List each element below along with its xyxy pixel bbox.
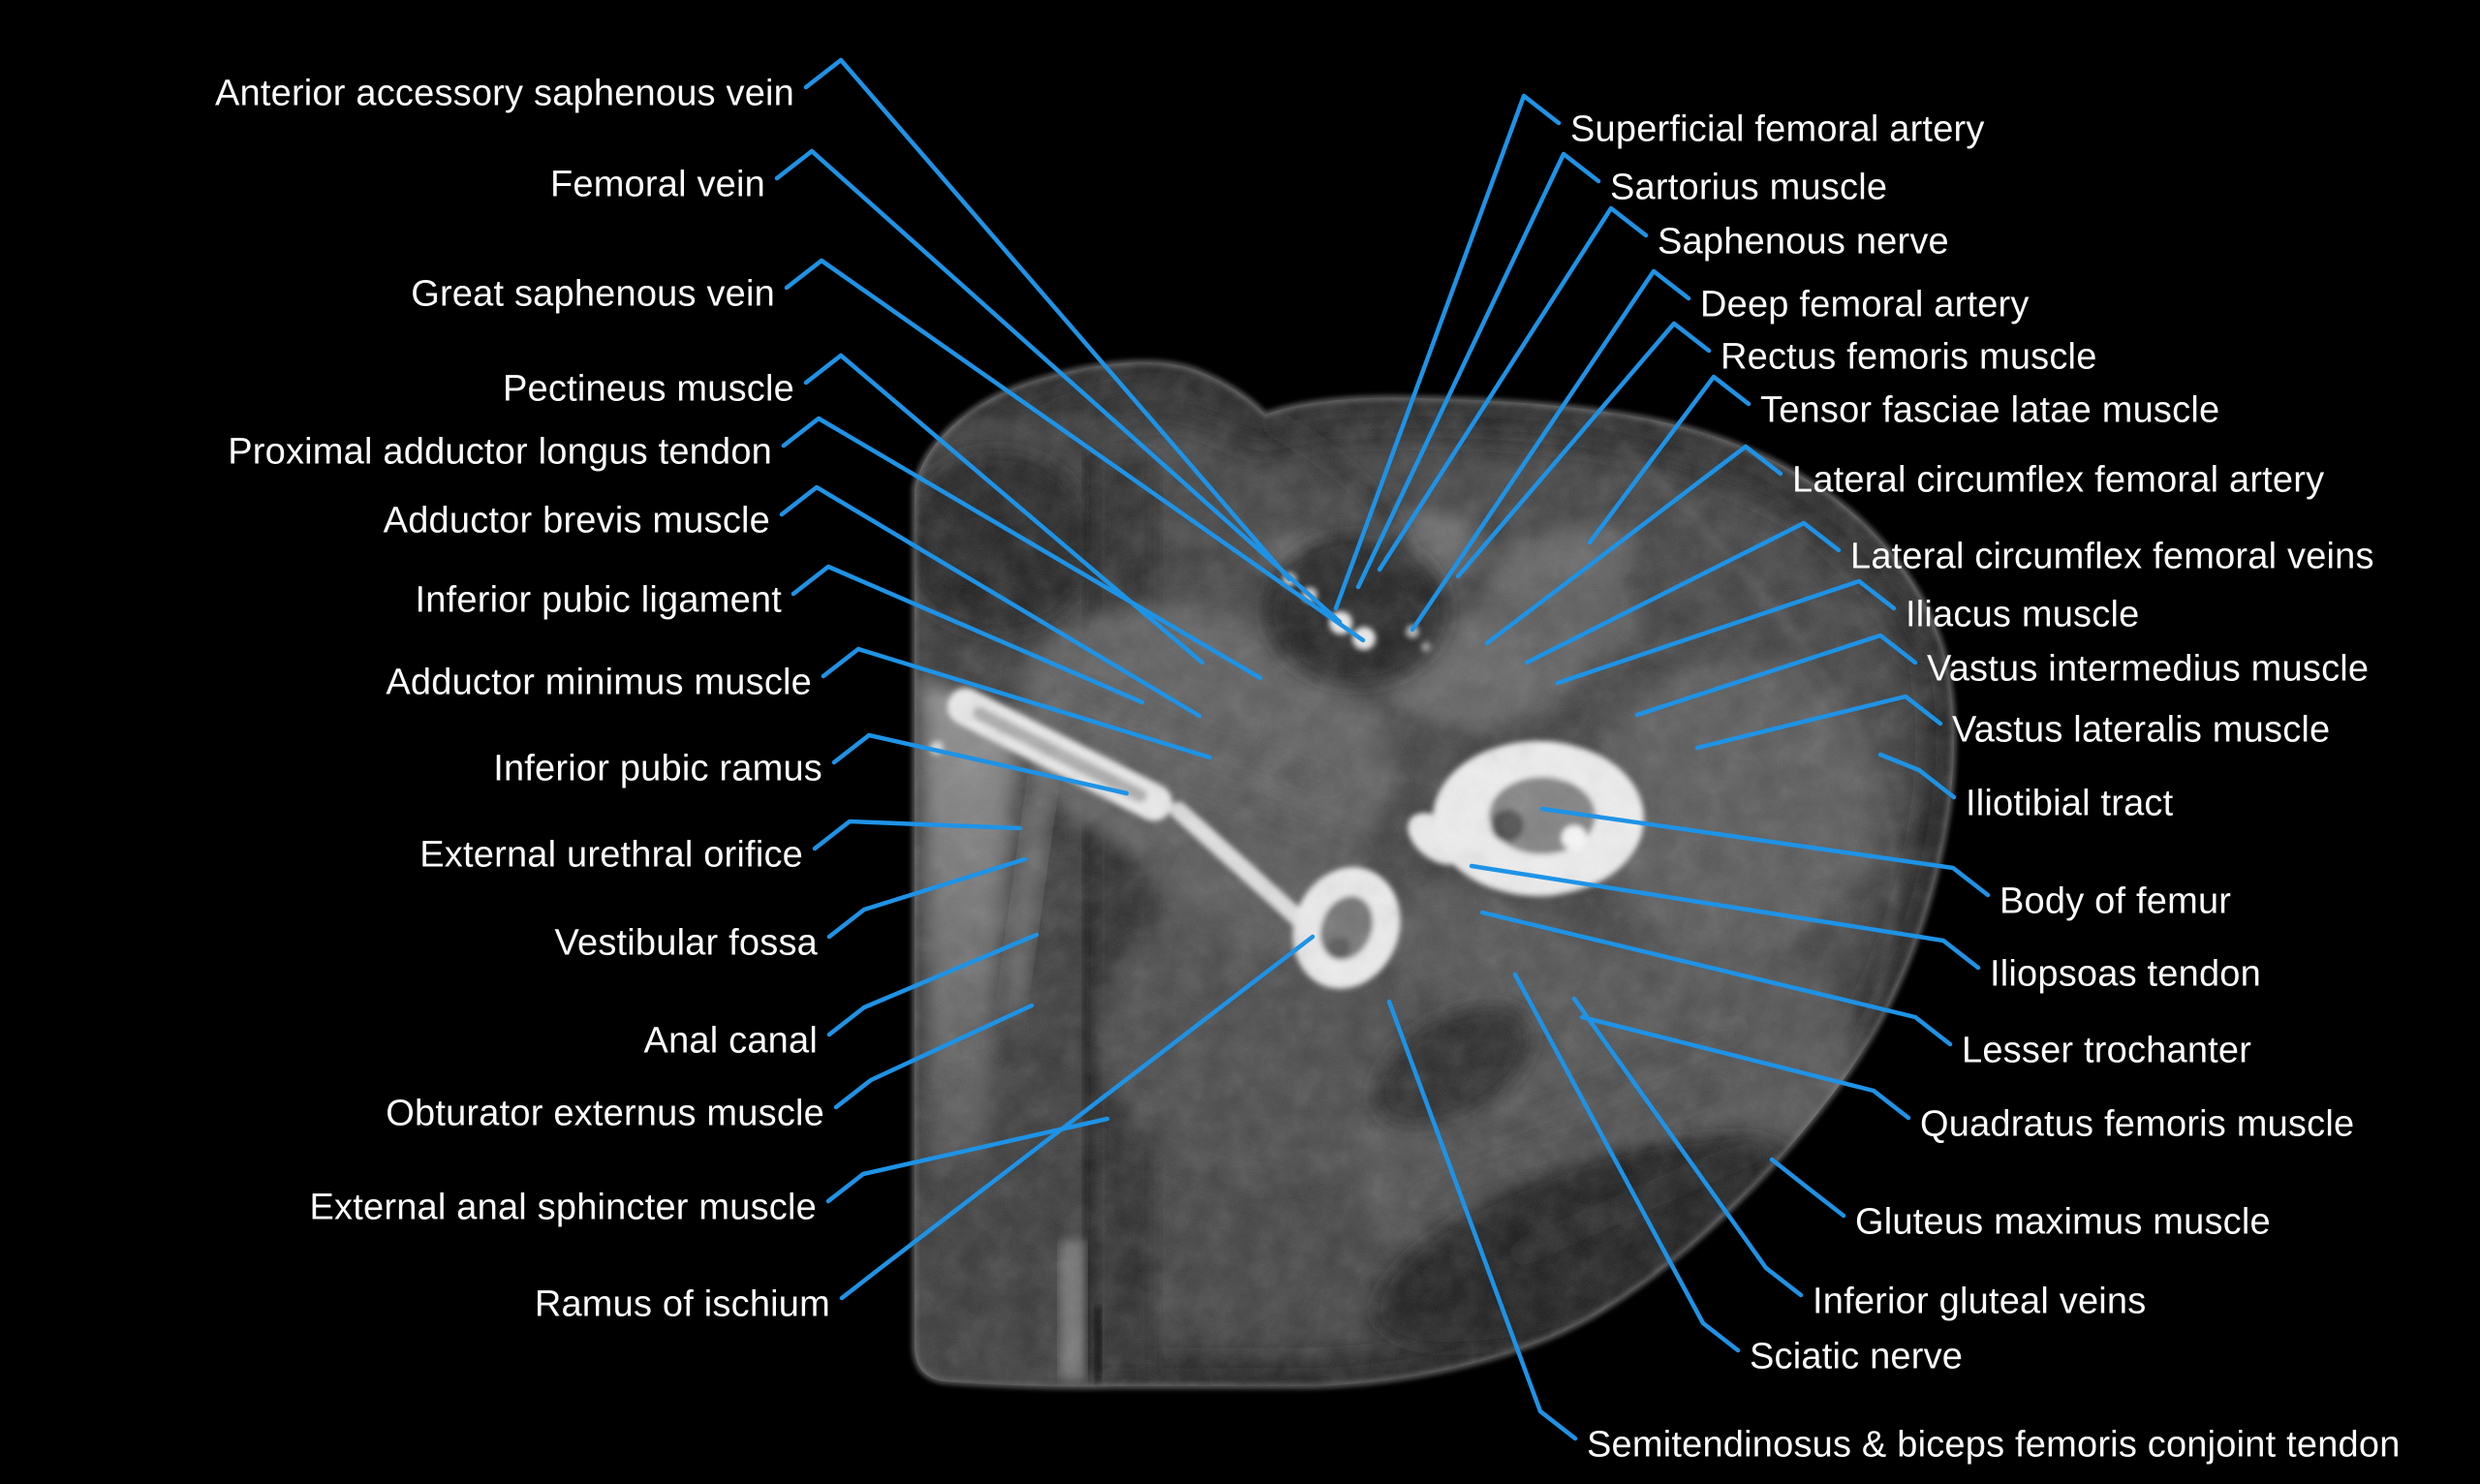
leader-line-external-urethral-orifice xyxy=(812,819,1023,851)
anatomy-label-lateral-circumflex-femoral-artery: Lateral circumflex femoral artery xyxy=(1792,459,2324,500)
leader-line-vastus-lateralis-muscle xyxy=(1694,694,1943,751)
anatomy-label-obturator-externus-muscle: Obturator externus muscle xyxy=(386,1093,824,1133)
leader-line-sciatic-nerve xyxy=(1512,972,1741,1353)
anatomy-label-anal-canal: Anal canal xyxy=(644,1020,818,1061)
leader-line-gluteus-maximus-muscle xyxy=(1769,1157,1846,1219)
anatomy-label-rectus-femoris-muscle: Rectus femoris muscle xyxy=(1720,336,2097,377)
ct-noise-texture xyxy=(901,329,1996,1424)
leader-line-inferior-pubic-ramus xyxy=(831,732,1130,796)
anatomy-label-sciatic-nerve: Sciatic nerve xyxy=(1750,1336,1963,1376)
anatomy-label-saphenous-nerve: Saphenous nerve xyxy=(1658,221,1949,262)
leader-line-adductor-brevis-muscle xyxy=(779,484,1202,719)
leader-line-iliotibial-tract xyxy=(1877,752,1957,800)
anatomy-label-femoral-vein: Femoral vein xyxy=(550,164,765,204)
leader-line-superficial-femoral-artery xyxy=(1333,93,1562,611)
anatomy-label-proximal-adductor-longus-tendon: Proximal adductor longus tendon xyxy=(228,431,772,472)
anatomy-label-external-urethral-orifice: External urethral orifice xyxy=(419,834,803,875)
anatomy-label-gluteus-maximus-muscle: Gluteus maximus muscle xyxy=(1855,1201,2271,1242)
leader-line-femoral-vein xyxy=(774,148,1343,625)
anatomy-label-iliotibial-tract: Iliotibial tract xyxy=(1966,783,2174,823)
leader-line-pectineus-muscle xyxy=(803,353,1205,665)
anatomy-label-iliacus-muscle: Iliacus muscle xyxy=(1906,594,2139,634)
anatomy-label-inferior-pubic-ligament: Inferior pubic ligament xyxy=(416,579,783,620)
leader-line-anal-canal xyxy=(826,932,1039,1037)
leader-line-tensor-fasciae-latae-muscle xyxy=(1587,374,1752,545)
anatomy-label-iliopsoas-tendon: Iliopsoas tendon xyxy=(1990,953,2261,994)
leader-line-vastus-intermedius-muscle xyxy=(1634,633,1918,718)
anatomy-label-inferior-gluteal-veins: Inferior gluteal veins xyxy=(1813,1281,2146,1321)
anatomy-label-vastus-intermedius-muscle: Vastus intermedius muscle xyxy=(1927,648,2369,689)
leader-line-adductor-minimus-muscle xyxy=(821,646,1213,760)
anatomy-label-tensor-fasciae-latae-muscle: Tensor fasciae latae muscle xyxy=(1760,389,2219,430)
leader-line-quadratus-femoris-muscle xyxy=(1579,1014,1911,1121)
leader-line-body-of-femur xyxy=(1539,806,1991,898)
leader-line-lesser-trochanter xyxy=(1479,910,1953,1047)
anatomy-label-vastus-lateralis-muscle: Vastus lateralis muscle xyxy=(1952,709,2330,750)
anatomy-label-great-saphenous-vein: Great saphenous vein xyxy=(411,273,775,314)
leader-line-rectus-femoris-muscle xyxy=(1455,321,1712,579)
anatomy-label-adductor-brevis-muscle: Adductor brevis muscle xyxy=(384,500,770,541)
leader-line-sartorius-muscle xyxy=(1355,151,1601,590)
leader-line-iliacus-muscle xyxy=(1555,578,1897,686)
anatomy-label-body-of-femur: Body of femur xyxy=(2000,881,2231,921)
leader-line-inferior-gluteal-veins xyxy=(1571,996,1804,1298)
leader-line-lateral-circumflex-femoral-artery xyxy=(1484,444,1783,646)
anatomy-label-anterior-accessory-saphenous-vein: Anterior accessory saphenous vein xyxy=(215,73,794,113)
anatomy-label-lateral-circumflex-femoral-veins: Lateral circumflex femoral veins xyxy=(1850,536,2374,576)
anatomy-label-quadratus-femoris-muscle: Quadratus femoris muscle xyxy=(1920,1103,2354,1144)
annotation-layer: Anterior accessory saphenous veinFemoral… xyxy=(215,57,2401,1465)
leader-line-great-saphenous-vein xyxy=(784,258,1366,643)
leader-line-iliopsoas-tendon xyxy=(1469,863,1981,971)
anatomy-label-superficial-femoral-artery: Superficial femoral artery xyxy=(1570,108,1985,149)
leader-line-external-anal-sphincter-muscle xyxy=(825,1116,1110,1204)
anatomy-label-lesser-trochanter: Lesser trochanter xyxy=(1962,1030,2251,1070)
anatomy-label-semitendinosus-biceps-femoris-conjoint-tendon: Semitendinosus & biceps femoris conjoint… xyxy=(1587,1424,2401,1465)
anatomy-label-vestibular-fossa: Vestibular fossa xyxy=(555,922,819,963)
leader-line-ramus-of-ischium xyxy=(839,934,1316,1301)
leader-line-semitendinosus-biceps-femoris-conjoint-tendon xyxy=(1386,999,1578,1441)
anatomy-label-sartorius-muscle: Sartorius muscle xyxy=(1610,167,1887,207)
leader-line-inferior-pubic-ligament xyxy=(790,564,1145,705)
anatomy-label-deep-femoral-artery: Deep femoral artery xyxy=(1700,284,2030,325)
anatomy-label-inferior-pubic-ramus: Inferior pubic ramus xyxy=(493,748,822,788)
anatomy-label-pectineus-muscle: Pectineus muscle xyxy=(503,368,794,409)
leader-line-proximal-adductor-longus-tendon xyxy=(781,416,1263,681)
leader-line-saphenous-nerve xyxy=(1377,205,1649,572)
leader-line-obturator-externus-muscle xyxy=(833,1003,1035,1110)
leader-line-lateral-circumflex-femoral-veins xyxy=(1524,520,1842,665)
leader-line-anterior-accessory-saphenous-vein xyxy=(803,57,1292,582)
leader-line-vestibular-fossa xyxy=(826,856,1028,940)
anatomy-label-external-anal-sphincter-muscle: External anal sphincter muscle xyxy=(310,1187,817,1227)
ct-scan-image xyxy=(901,329,1996,1424)
leader-line-deep-femoral-artery xyxy=(1410,268,1691,633)
anatomy-label-ramus-of-ischium: Ramus of ischium xyxy=(535,1283,830,1324)
anatomy-label-adductor-minimus-muscle: Adductor minimus muscle xyxy=(386,662,812,702)
